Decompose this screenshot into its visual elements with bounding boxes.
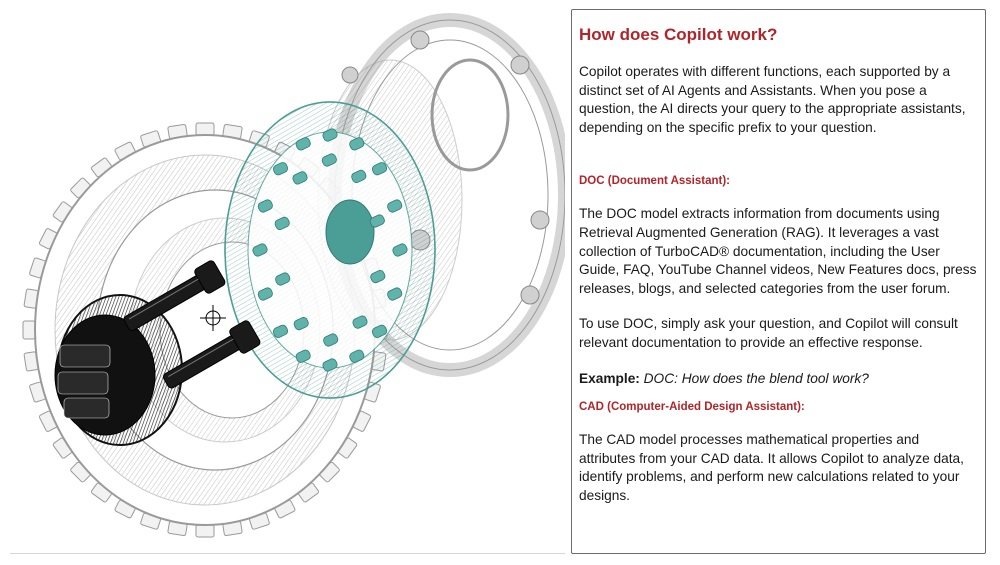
carrier-pin <box>349 137 365 151</box>
carrier-pin <box>369 214 385 228</box>
carrier-pin <box>295 349 311 363</box>
carrier-pin <box>387 199 403 213</box>
example-text: DOC: How does the blend tool work? <box>643 370 869 386</box>
carrier-pin <box>349 349 365 363</box>
gear-tooth <box>195 122 215 136</box>
cad-body: The CAD model processes mathematical pro… <box>579 432 964 503</box>
hub-assembly <box>54 260 261 446</box>
intro-paragraph: Copilot operates with different function… <box>579 64 966 135</box>
carrier-pin <box>323 333 339 347</box>
carrier-pin <box>257 287 273 301</box>
carrier-pin <box>292 171 308 185</box>
carrier-pin <box>272 324 289 338</box>
carrier-pin <box>392 243 408 257</box>
carrier-pin <box>275 272 291 286</box>
doc-example: Example: DOC: How does the blend tool wo… <box>579 370 977 389</box>
cad-heading: CAD (Computer-Aided Design Assistant): <box>579 401 805 414</box>
carrier-pin <box>257 199 273 213</box>
doc-body: The DOC model extracts information from … <box>579 206 977 296</box>
carrier-pin <box>272 162 289 176</box>
carrier-pin <box>293 317 309 331</box>
carrier-pin <box>274 216 290 230</box>
carrier-pin <box>295 137 311 151</box>
carrier-pin <box>322 358 338 372</box>
panel-title: How does Copilot work? <box>579 25 778 44</box>
carrier-pin <box>322 128 338 142</box>
example-label: Example: <box>579 370 640 386</box>
doc-heading: DOC (Document Assistant): <box>579 175 730 188</box>
carrier-pin <box>321 153 337 167</box>
carrier-pin <box>352 315 368 329</box>
viewport-bottom-edge <box>10 553 565 554</box>
carrier-pin <box>370 270 386 284</box>
copilot-help-panel: How does Copilot work? Copilot operates … <box>571 9 986 554</box>
doc-usage: To use DOC, simply ask your question, an… <box>579 316 958 350</box>
carrier-pin <box>351 169 367 183</box>
crosshair-cursor-icon <box>200 305 226 331</box>
carrier-pin <box>252 243 268 257</box>
carrier-pin <box>371 162 388 176</box>
carrier-pin <box>371 324 388 338</box>
gear-tooth <box>195 524 215 538</box>
cad-viewport[interactable] <box>0 0 565 555</box>
gear-tooth <box>22 320 36 340</box>
teal-carrier <box>224 101 436 399</box>
carrier-pin <box>387 287 403 301</box>
